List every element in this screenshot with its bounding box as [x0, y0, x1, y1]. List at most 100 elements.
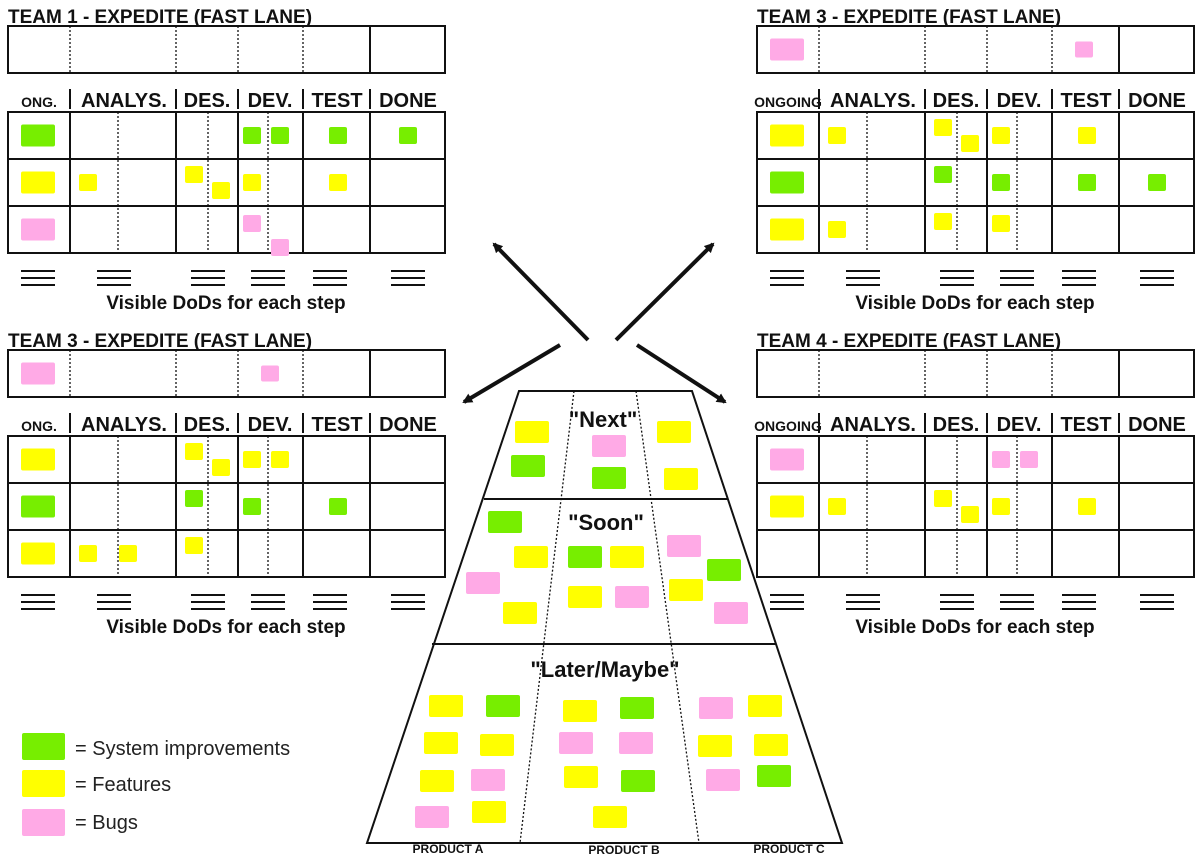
column-header-2: DES.: [184, 90, 231, 112]
expedite-card-bug: [770, 38, 804, 61]
arrow-to-team4: [635, 343, 727, 404]
product-c-label: PRODUCT C: [753, 842, 825, 856]
column-header-3: DEV.: [997, 90, 1042, 112]
kanban-card-feature: [934, 490, 952, 507]
column-header-1: ANALYS.: [81, 90, 167, 112]
kanban-card-feature: [119, 545, 137, 562]
kanban-card-feature: [79, 174, 97, 191]
column-header-5: DONE: [1128, 90, 1186, 112]
column-header-2: DES.: [933, 414, 980, 436]
kanban-card-feature: [185, 166, 203, 183]
kanban-card-bug: [243, 215, 261, 232]
funnel-product-divider-2: [635, 390, 700, 844]
kanban-card-system: [1148, 174, 1166, 191]
expedite-card-bug: [21, 362, 55, 385]
column-header-3: DEV.: [248, 90, 293, 112]
board-title: TEAM 3 - EXPEDITE (FAST LANE): [757, 7, 1061, 28]
legend-label-feature: = Features: [75, 774, 171, 796]
dod-markers: [21, 594, 425, 610]
expedite-lane-frame: [7, 349, 446, 398]
column-header-4: TEST: [311, 90, 362, 112]
backlog-card-feature: [698, 735, 732, 757]
legend: = System improvements = Features = Bugs: [22, 733, 290, 836]
backlog-card-feature: [514, 546, 548, 568]
backlog-card-feature: [420, 770, 454, 792]
funnel-outline: [365, 390, 844, 844]
backlog-card-bug: [466, 572, 500, 594]
expedite-lane: [7, 25, 446, 74]
arrow-to-team3b: [462, 343, 562, 404]
kanban-card-system: [399, 127, 417, 144]
board-title: TEAM 3 - EXPEDITE (FAST LANE): [8, 331, 312, 352]
board-title: TEAM 1 - EXPEDITE (FAST LANE): [8, 7, 312, 28]
funnel-section-next: "Next": [569, 407, 638, 432]
backlog-card-bug: [714, 602, 748, 624]
kanban-card-system: [992, 174, 1010, 191]
kanban-card-feature: [243, 451, 261, 468]
arrow-to-team1: [492, 242, 590, 342]
kanban-card-feature: [770, 218, 804, 241]
kanban-card-system: [329, 127, 347, 144]
backlog-card-feature: [429, 695, 463, 717]
legend-swatch-feature: [22, 770, 65, 797]
grid-frame: [756, 111, 1195, 254]
column-header-0: ONGOING: [754, 418, 822, 434]
backlog-card-feature: [754, 734, 788, 756]
kanban-card-feature: [1078, 498, 1096, 515]
kanban-card-bug: [770, 448, 804, 471]
kanban-card-feature: [212, 182, 230, 199]
column-header-5: DONE: [379, 414, 437, 436]
column-header-1: ANALYS.: [830, 414, 916, 436]
kanban-card-feature: [212, 459, 230, 476]
kanban-card-feature: [185, 537, 203, 554]
legend-swatch-system: [22, 733, 65, 760]
expedite-lane-frame: [756, 25, 1195, 74]
backlog-card-bug: [615, 586, 649, 608]
backlog-card-feature: [669, 579, 703, 601]
expedite-lane: [7, 349, 446, 398]
backlog-card-bug: [667, 535, 701, 557]
dod-caption: Visible DoDs for each step: [106, 617, 345, 638]
dod-caption: Visible DoDs for each step: [106, 293, 345, 314]
backlog-card-system: [707, 559, 741, 581]
legend-swatch-bug: [22, 809, 65, 836]
board-grid: [756, 435, 1195, 578]
board-title: TEAM 4 - EXPEDITE (FAST LANE): [757, 331, 1061, 352]
kanban-card-bug: [1020, 451, 1038, 468]
kanban-card-feature: [934, 213, 952, 230]
kanban-card-feature: [21, 171, 55, 194]
kanban-card-feature: [329, 174, 347, 191]
board-team3b: TEAM 3 - EXPEDITE (FAST LANE) ONG.ANALYS…: [7, 331, 446, 638]
backlog-card-feature: [424, 732, 458, 754]
product-b-label: PRODUCT B: [588, 843, 660, 857]
kanban-card-system: [185, 490, 203, 507]
arrows: [462, 242, 727, 404]
column-header-0: ONGOING: [754, 94, 822, 110]
expedite-lane: [756, 349, 1195, 398]
dod-markers: [770, 594, 1174, 610]
column-header-2: DES.: [933, 90, 980, 112]
backlog-card-bug: [619, 732, 653, 754]
kanban-card-feature: [992, 498, 1010, 515]
backlog-card-feature: [563, 700, 597, 722]
backlog-card-bug: [471, 769, 505, 791]
kanban-card-feature: [770, 124, 804, 147]
kanban-card-feature: [961, 135, 979, 152]
backlog-card-feature: [748, 695, 782, 717]
board-grid: [756, 111, 1195, 254]
kanban-card-feature: [21, 542, 55, 565]
kanban-card-feature: [271, 451, 289, 468]
grid-frame: [7, 111, 446, 254]
kanban-card-bug: [992, 451, 1010, 468]
backlog-card-system: [486, 695, 520, 717]
grid-frame: [756, 435, 1195, 578]
backlog-card-system: [568, 546, 602, 568]
funnel-cards: [415, 421, 791, 828]
board-grid: [7, 435, 446, 578]
backlog-card-system: [511, 455, 545, 477]
